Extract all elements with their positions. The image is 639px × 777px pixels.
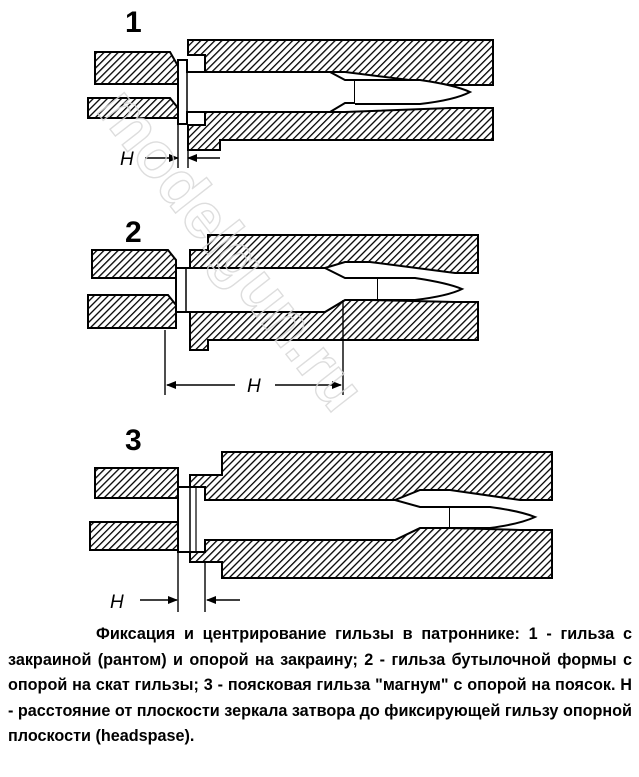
diagram-3-number: 3 <box>125 424 142 457</box>
diagram-3: 3 H <box>89 424 553 613</box>
figure-caption: Фиксация и центрирование гильзы в патрон… <box>8 625 632 745</box>
diagram-2-barrel-top <box>189 234 479 274</box>
diagram-3-h-label: H <box>110 592 124 613</box>
diagram-2-bullet <box>378 277 465 301</box>
diagram-1-number: 1 <box>125 6 142 39</box>
diagram-2-bolt-top <box>91 249 177 279</box>
diagram-2-bolt-bottom <box>87 294 177 329</box>
diagram-2-number: 2 <box>125 216 142 249</box>
diagram-1-barrel-bottom <box>187 107 494 151</box>
diagram-2-h-label: H <box>247 376 261 397</box>
diagram-2: 2 H <box>87 216 479 397</box>
diagram-1-h-label: H <box>120 149 134 170</box>
diagram-1-barrel-top <box>187 39 494 86</box>
chamber-diagram: 1 H 2 <box>83 6 553 613</box>
diagram-3-bolt-bottom <box>89 521 179 551</box>
diagram-3-barrel-top <box>189 451 553 501</box>
diagram-1-bullet <box>355 79 473 105</box>
diagram-1: 1 H <box>87 6 494 170</box>
diagram-3-bullet <box>450 506 538 529</box>
diagram-3-bolt-top <box>94 467 179 499</box>
